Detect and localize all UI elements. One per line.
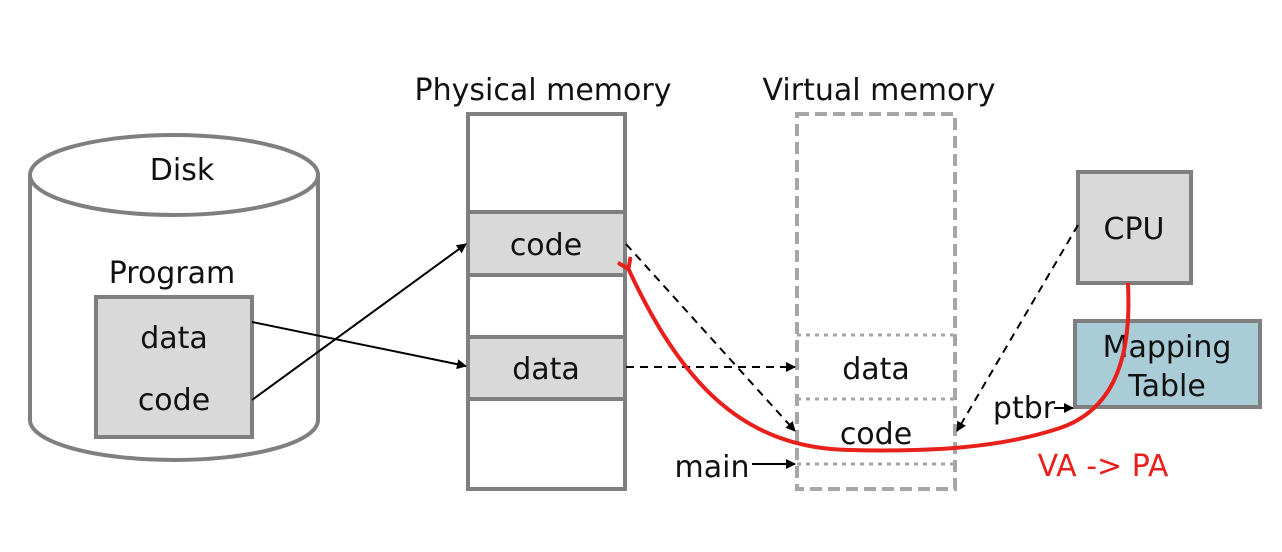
translation-label: VA -> PA [1038, 449, 1169, 484]
physical-memory: Physical memory code data [415, 73, 672, 491]
program-data-label: data [140, 321, 208, 356]
disk-cylinder: Disk Program data code [28, 133, 320, 462]
virtual-memory: Virtual memory data code main [675, 73, 996, 491]
program-code-label: code [138, 383, 210, 418]
cpu-label: CPU [1104, 212, 1165, 247]
ptbr-label: ptbr [993, 391, 1056, 426]
program-label: Program [109, 256, 236, 291]
translation-curve [628, 268, 1131, 453]
physical-data-label: data [512, 352, 580, 387]
physical-data-segment [466, 335, 627, 401]
load-code-arrow [251, 243, 467, 401]
virtual-memory-box [795, 112, 957, 491]
mapping-table-line2: Table [1127, 369, 1206, 404]
cpu-access-arrow [956, 224, 1079, 432]
physical-memory-title: Physical memory [415, 73, 672, 108]
program-box [94, 295, 254, 439]
physical-memory-box [466, 112, 627, 491]
physical-code-label: code [510, 228, 582, 263]
load-data-arrow [251, 321, 467, 370]
cpu: CPU [1076, 170, 1193, 285]
main-label: main [675, 450, 750, 485]
physical-code-segment [466, 210, 627, 277]
virtual-code-label: code [840, 417, 912, 452]
map-code-arrow [625, 243, 796, 432]
virtual-data-label: data [842, 352, 910, 387]
virtual-memory-title: Virtual memory [763, 73, 996, 108]
cpu-box [1076, 170, 1193, 285]
disk-title: Disk [150, 153, 215, 188]
